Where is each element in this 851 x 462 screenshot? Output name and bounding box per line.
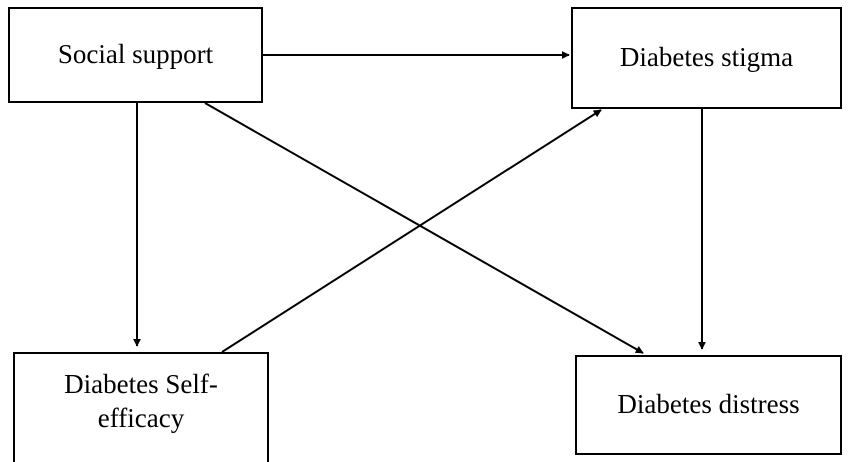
- node-label-diabetes-self-efficacy: Diabetes Self-efficacy: [64, 369, 218, 433]
- node-label-social-support: Social support: [57, 39, 214, 70]
- node-diabetes-distress: Diabetes distress: [575, 355, 842, 455]
- node-label-diabetes-stigma: Diabetes stigma: [619, 42, 794, 73]
- edge-diabetes-self-efficacy-to-diabetes-stigma: [221, 109, 602, 353]
- node-diabetes-self-efficacy: Diabetes Self-efficacy: [13, 352, 269, 462]
- edge-social-support-to-diabetes-distress: [204, 102, 644, 354]
- node-label-diabetes-distress: Diabetes distress: [617, 389, 800, 420]
- node-diabetes-stigma: Diabetes stigma: [571, 7, 842, 109]
- node-social-support: Social support: [8, 7, 263, 103]
